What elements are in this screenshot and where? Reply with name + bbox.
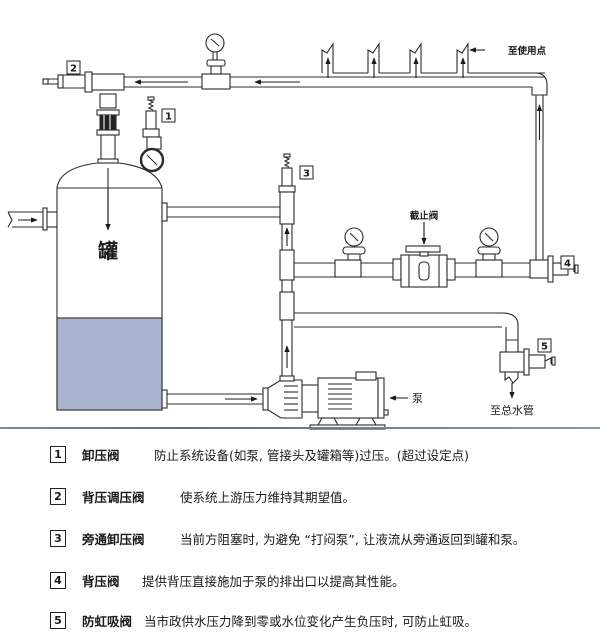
pump-label: 泵 bbox=[412, 392, 423, 405]
legend-number: 2 bbox=[50, 487, 66, 505]
svg-text:2: 2 bbox=[70, 64, 77, 75]
svg-text:3: 3 bbox=[303, 169, 310, 180]
shutoff-valve bbox=[392, 222, 456, 288]
inlet-pipe bbox=[7, 207, 57, 231]
relief-valve-1 bbox=[139, 96, 165, 173]
middle-discharge-line bbox=[294, 222, 579, 288]
shutoff-valve-label: 截止阀 bbox=[410, 210, 439, 222]
right-riser-pipe bbox=[531, 72, 548, 268]
legend-term: 防虹吸阀 bbox=[82, 613, 133, 629]
to-use-points-label: 至使用点 bbox=[508, 45, 547, 57]
legend-number: 4 bbox=[50, 571, 66, 589]
valve-marker-5: 5 bbox=[537, 338, 552, 353]
legend-number: 1 bbox=[50, 445, 66, 463]
tank-liquid bbox=[56, 317, 163, 411]
legend-term: 背压阀 bbox=[82, 573, 120, 589]
valve-markers: 1 2 3 4 5 bbox=[66, 60, 575, 353]
legend-description: 当市政供水压力降到零或水位变化产生负压时, 可防止虹吸。 bbox=[144, 613, 477, 629]
discharge-riser bbox=[278, 153, 296, 390]
legend-item-3: 3 旁通卸压阀 当前方阻塞时, 为避免 “打闷泵”, 让液流从旁通返回到罐和泵。 bbox=[50, 528, 525, 548]
valve-marker-4: 4 bbox=[560, 255, 575, 270]
piping-diagram: 1 2 3 4 5 罐 至使用点 截止阀 泵 至总水管 bbox=[7, 33, 579, 430]
valve-marker-2: 2 bbox=[66, 60, 81, 75]
tank-label: 罐 bbox=[97, 239, 118, 263]
legend-description: 防止系统设备(如泵, 管接头及罐箱等)过压。(超过设定点) bbox=[154, 447, 469, 463]
legend-description: 使系统上游压力维持其期望值。 bbox=[180, 489, 356, 505]
lower-bypass-line bbox=[294, 312, 556, 399]
valve-marker-1: 1 bbox=[161, 108, 176, 123]
pump-assembly bbox=[161, 371, 408, 430]
legend-term: 背压调压阀 bbox=[82, 489, 145, 505]
legend-item-4: 4 背压阀 提供背压直接施加于泵的排出口以提高其性能。 bbox=[50, 570, 405, 590]
valve-marker-3: 3 bbox=[299, 165, 314, 180]
legend-item-2: 2 背压调压阀 使系统上游压力维持其期望值。 bbox=[50, 486, 355, 506]
legend-item-5: 5 防虹吸阀 当市政供水压力降到零或水位变化产生负压时, 可防止虹吸。 bbox=[50, 610, 477, 630]
to-main-label: 至总水管 bbox=[490, 403, 534, 417]
svg-text:5: 5 bbox=[541, 342, 548, 353]
section-divider bbox=[0, 427, 600, 429]
tank bbox=[56, 161, 163, 411]
legend-description: 提供背压直接施加于泵的排出口以提高其性能。 bbox=[142, 573, 405, 589]
legend-number: 3 bbox=[50, 529, 66, 547]
svg-text:4: 4 bbox=[564, 259, 571, 270]
legend-term: 旁通卸压阀 bbox=[82, 531, 145, 547]
tank-top-pipe bbox=[96, 93, 120, 164]
use-point-risers bbox=[321, 42, 545, 78]
legend-term: 卸压阀 bbox=[82, 447, 120, 463]
svg-text:1: 1 bbox=[165, 112, 172, 123]
legend-item-1: 1 卸压阀 防止系统设备(如泵, 管接头及罐箱等)过压。(超过设定点) bbox=[50, 444, 469, 464]
tank-upper-branch bbox=[161, 202, 280, 222]
legend-description: 当前方阻塞时, 为避免 “打闷泵”, 让液流从旁通返回到罐和泵。 bbox=[180, 531, 526, 547]
top-return-pipe bbox=[42, 33, 545, 93]
legend-number: 5 bbox=[50, 611, 66, 629]
